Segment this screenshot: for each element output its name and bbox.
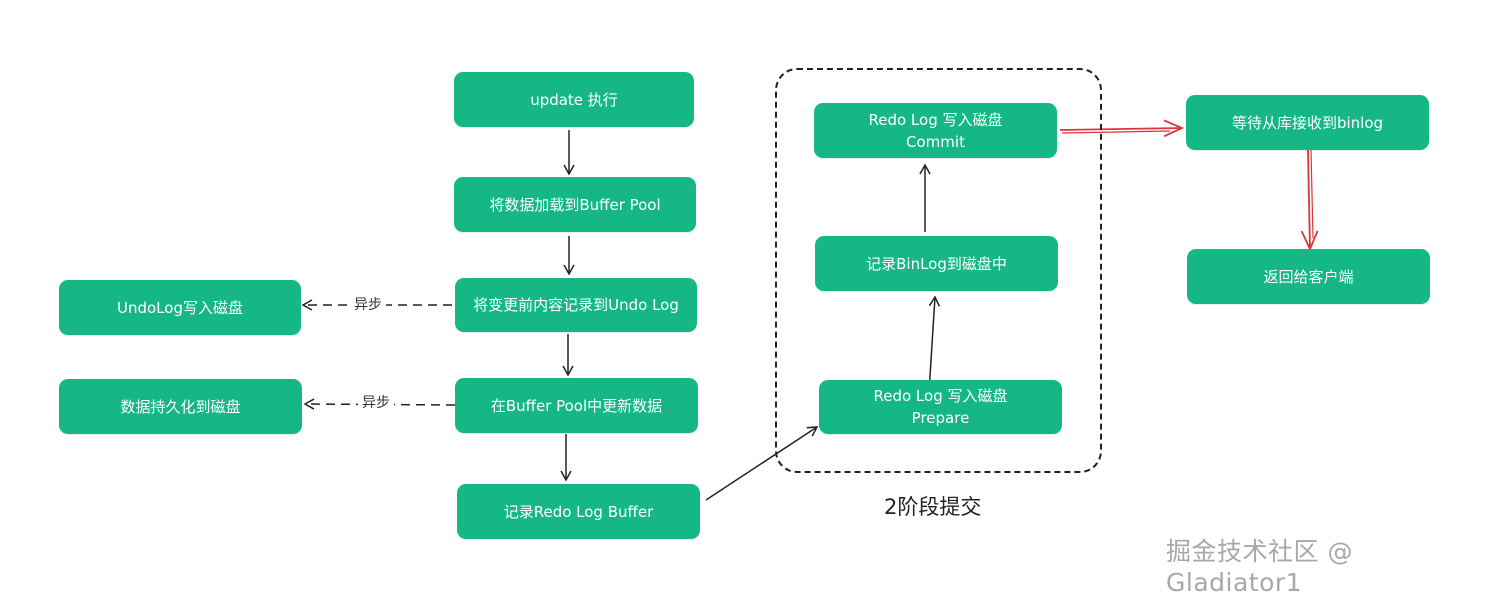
arrow-prepare-to-binlog <box>928 295 941 393</box>
arrow-commit-to-wait <box>1059 119 1185 138</box>
node-label-line1: Redo Log 写入磁盘 <box>873 387 1008 405</box>
node-label: 将变更前内容记录到Undo Log <box>473 296 679 314</box>
node-label-line2: Commit <box>906 132 965 151</box>
arrow-wait-to-return-stroke2 <box>1310 149 1314 239</box>
arrow-redo-buffer-to-prepare <box>705 426 819 501</box>
node-wait-slave-binlog: 等待从库接收到binlog <box>1186 95 1429 150</box>
node-update-exec: update 执行 <box>454 72 694 127</box>
node-label: 将数据加载到Buffer Pool <box>489 195 661 214</box>
node-record-redo-log-buffer: 记录Redo Log Buffer <box>457 484 700 539</box>
node-update-in-buffer-pool: 在Buffer Pool中更新数据 <box>455 378 698 433</box>
node-binlog-record: 记录BinLog到磁盘中 <box>815 236 1058 291</box>
watermark: 掘金技术社区 @ Gladiator1 <box>1166 537 1353 597</box>
node-label-line1: Redo Log 写入磁盘 <box>868 110 1003 129</box>
arrow-wait-to-return <box>1300 149 1319 252</box>
node-label: 记录Redo Log Buffer <box>503 502 654 521</box>
node-label: 在Buffer Pool中更新数据 <box>490 396 663 415</box>
node-redo-commit: Redo Log 写入磁盘 Commit <box>814 103 1057 158</box>
node-label: 返回给客户端 <box>1263 267 1354 286</box>
node-return-client: 返回给客户端 <box>1187 249 1430 304</box>
arrow-commit-to-wait-stroke2 <box>1061 130 1171 134</box>
node-label: 等待从库接收到binlog <box>1231 113 1384 132</box>
node-label: 记录BinLog到磁盘中 <box>866 254 1007 273</box>
node-label-line2: Prepare <box>911 409 970 427</box>
two-phase-commit-group <box>775 68 1102 473</box>
edge-label-async-undo: 异步 <box>350 296 386 314</box>
node-label: UndoLog写入磁盘 <box>117 298 243 317</box>
two-phase-commit-label: 2阶段提交 <box>884 495 982 519</box>
node-undolog-write-disk: UndoLog写入磁盘 <box>59 280 301 335</box>
edge-label-async-persist: 异步 <box>358 394 394 412</box>
node-data-persist-disk: 数据持久化到磁盘 <box>59 379 302 434</box>
node-label: 数据持久化到磁盘 <box>120 397 241 416</box>
node-load-buffer-pool: 将数据加载到Buffer Pool <box>454 177 696 232</box>
node-record-undo-log: 将变更前内容记录到Undo Log <box>455 278 697 332</box>
node-label: update 执行 <box>530 90 618 109</box>
node-redo-prepare: Redo Log 写入磁盘 Prepare <box>819 380 1062 434</box>
